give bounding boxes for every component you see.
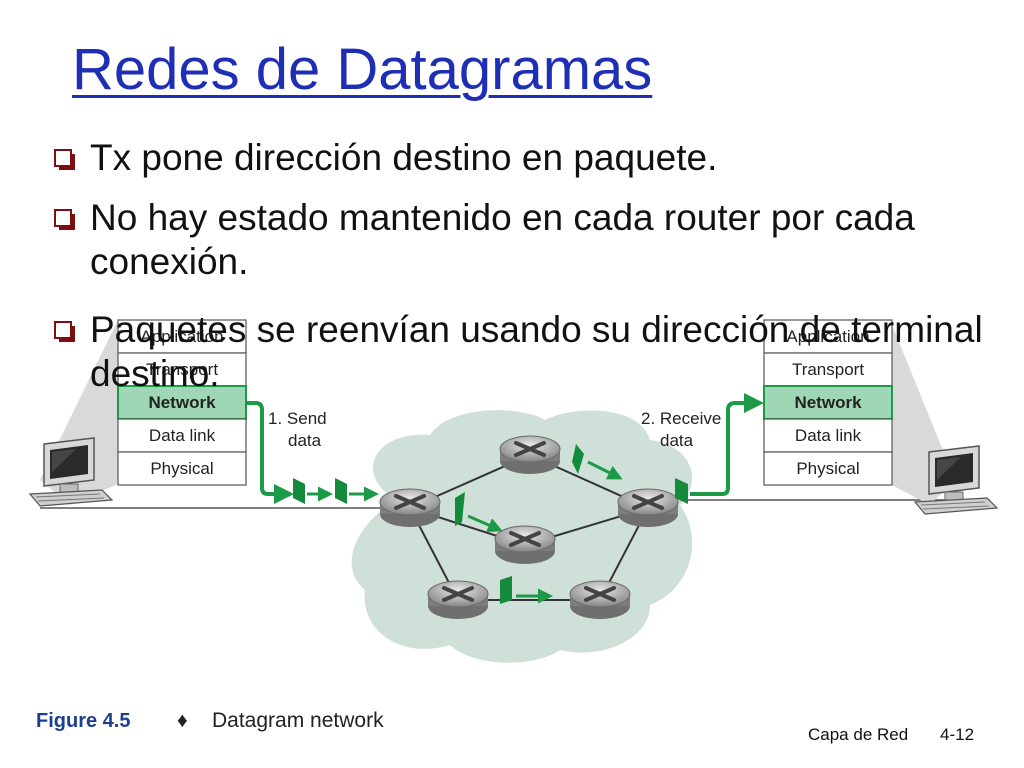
router-bottom-right xyxy=(568,579,632,621)
packet xyxy=(675,478,688,504)
receiver-layer-application: Application xyxy=(786,327,869,346)
figure-caption: Datagram network xyxy=(212,709,384,732)
router-top xyxy=(498,434,562,476)
caption-separator: ♦ xyxy=(177,709,188,732)
receiver-layer-transport: Transport xyxy=(792,360,864,379)
sender-layer-physical: Physical xyxy=(150,459,213,478)
checkbox-bullet-icon xyxy=(54,149,75,170)
router-left xyxy=(378,487,442,529)
router-right xyxy=(616,487,680,529)
bullet-text: No hay estado mantenido en cada router p… xyxy=(90,197,915,282)
receive-label-line2: data xyxy=(660,431,694,450)
packet xyxy=(572,444,584,474)
send-path-arrow xyxy=(246,401,294,504)
sender-layer-datalink: Data link xyxy=(149,426,216,445)
packet-arrows xyxy=(307,460,623,604)
sender-protocol-stack: Application Transport Network Data link … xyxy=(117,319,247,486)
packet xyxy=(500,576,512,604)
figure-number: Figure 4.5 xyxy=(36,710,130,732)
packet xyxy=(293,478,305,504)
packets xyxy=(293,444,688,604)
send-label-line2: data xyxy=(288,431,322,450)
receiver-protocol-stack: Application Transport Network Data link … xyxy=(763,319,893,486)
bullet-text: Tx pone dirección destino en paquete. xyxy=(90,137,718,178)
send-label-line1: 1. Send xyxy=(268,409,327,428)
packet xyxy=(335,478,347,504)
bullet-text: Paquetes se reenvían usando su dirección… xyxy=(90,309,983,394)
footer-page-number: 4-12 xyxy=(940,725,974,744)
packet xyxy=(455,492,465,526)
checkbox-bullet-icon xyxy=(54,321,75,342)
router-bottom-left xyxy=(426,579,490,621)
sender-layer-transport: Transport xyxy=(146,360,218,379)
checkbox-bullet-icon xyxy=(54,209,75,230)
receiver-layer-datalink: Data link xyxy=(795,426,862,445)
receiver-layer-physical: Physical xyxy=(796,459,859,478)
router-middle xyxy=(493,524,557,566)
sender-layer-network: Network xyxy=(148,393,216,412)
receive-path-arrow xyxy=(690,393,764,496)
receiver-layer-network: Network xyxy=(794,393,862,412)
footer-section: Capa de Red xyxy=(808,725,908,744)
sender-layer-application: Application xyxy=(140,327,223,346)
receive-label-line1: 2. Receive xyxy=(641,409,721,428)
slide-title: Redes de Datagramas xyxy=(72,37,653,102)
